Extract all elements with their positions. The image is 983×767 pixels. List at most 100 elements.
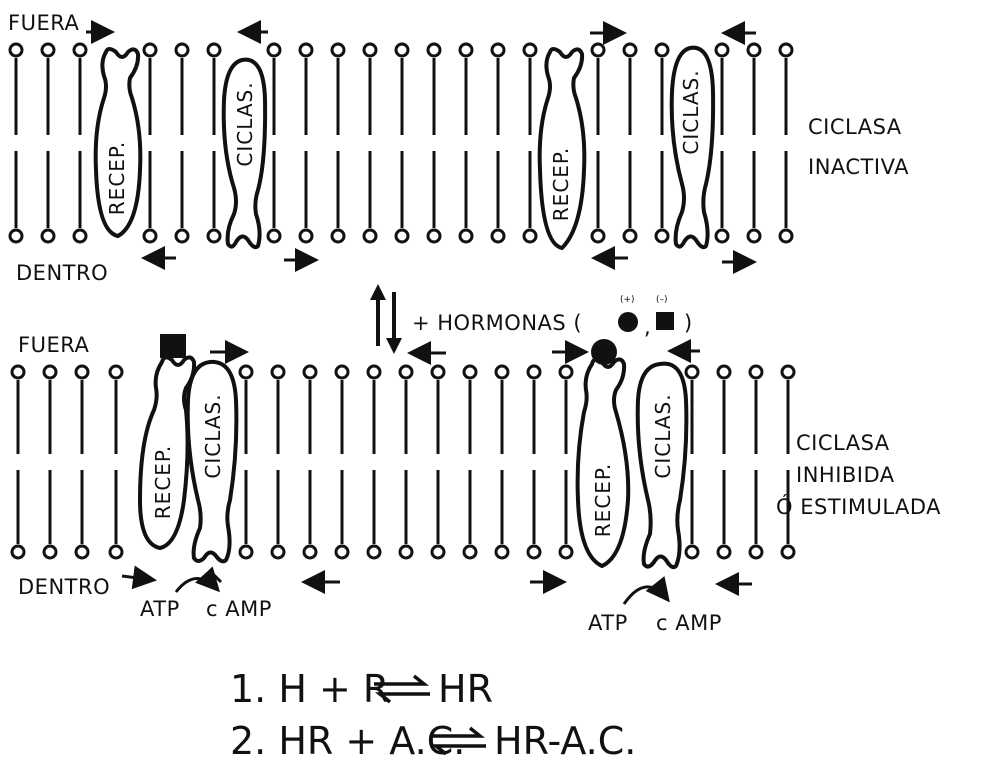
receptor-label: RECEP.	[151, 445, 175, 519]
lipid-head	[364, 230, 376, 242]
lipid-head	[750, 366, 762, 378]
lipid-head	[624, 230, 636, 242]
block-mark	[213, 574, 221, 582]
lipid-head	[716, 230, 728, 242]
lipid-head	[10, 44, 22, 56]
lipid-head	[74, 44, 86, 56]
lipid-head	[336, 366, 348, 378]
lipid-head	[268, 230, 280, 242]
lipid-head	[74, 230, 86, 242]
stimulatory-hormone-circle	[591, 339, 617, 365]
lipid-head	[524, 230, 536, 242]
camp-label: c AMP	[656, 611, 722, 635]
lipid-head	[780, 230, 792, 242]
lipid-head	[400, 366, 412, 378]
lipid-head	[496, 366, 508, 378]
lipid-head	[750, 546, 762, 558]
atp-label: ATP	[140, 597, 180, 621]
equilibrium-arrows	[370, 284, 402, 354]
cyclase-label: CICLAS.	[201, 393, 225, 478]
lipid-head	[492, 230, 504, 242]
lipid-head	[560, 366, 572, 378]
equation-1-left: 1. H + R	[230, 667, 389, 711]
lipid-head	[528, 366, 540, 378]
outside-label: FUERA	[18, 333, 89, 357]
lipid-head	[560, 546, 572, 558]
lipid-head	[528, 546, 540, 558]
state-label: INACTIVA	[808, 155, 909, 179]
lipid-head	[368, 366, 380, 378]
hormones-label: + HORMONAS (	[412, 311, 582, 335]
lipid-head	[332, 44, 344, 56]
lipid-head	[208, 44, 220, 56]
cyclase-label: CICLAS.	[651, 393, 675, 478]
state-label: Ó ESTIMULADA	[776, 494, 941, 519]
lipid-head	[272, 546, 284, 558]
lipid-head	[460, 230, 472, 242]
lipid-head	[748, 230, 760, 242]
hormones-close: )	[684, 311, 693, 335]
equation-2-left: 2. HR + A.C.	[230, 719, 465, 763]
lipid-head	[272, 366, 284, 378]
state-label: CICLASA	[796, 431, 890, 455]
lipid-head	[12, 366, 24, 378]
top-membrane-proteins	[96, 48, 713, 248]
lipid-head	[748, 44, 760, 56]
lipid-head	[364, 44, 376, 56]
inhibitory-hormone-legend-icon	[656, 312, 674, 330]
lipid-head	[656, 44, 668, 56]
lipid-head	[464, 366, 476, 378]
cyclase-label: CICLAS.	[233, 81, 257, 166]
lipid-head	[686, 366, 698, 378]
atp-label: ATP	[588, 611, 628, 635]
lipid-head	[42, 230, 54, 242]
lipid-head	[686, 546, 698, 558]
outside-label: FUERA	[8, 11, 79, 35]
lipid-head	[42, 44, 54, 56]
lipid-head	[492, 44, 504, 56]
lipid-head	[780, 44, 792, 56]
lipid-head	[144, 44, 156, 56]
lipid-head	[304, 366, 316, 378]
lipid-head	[44, 366, 56, 378]
lipid-head	[240, 366, 252, 378]
lipid-head	[656, 230, 668, 242]
receptor-label: RECEP.	[105, 141, 129, 215]
lipid-head	[496, 546, 508, 558]
lipid-head	[400, 546, 412, 558]
lipid-head	[524, 44, 536, 56]
lipid-head	[428, 44, 440, 56]
camp-label: c AMP	[206, 597, 272, 621]
lipid-head	[432, 366, 444, 378]
lipid-head	[396, 44, 408, 56]
lipid-head	[782, 546, 794, 558]
lipid-head	[718, 366, 730, 378]
cyclase-label: CICLAS.	[679, 69, 703, 154]
lipid-head	[592, 230, 604, 242]
lipid-head	[176, 44, 188, 56]
lipid-head	[44, 546, 56, 558]
lipid-head	[300, 230, 312, 242]
lipid-head	[304, 546, 316, 558]
lipid-head	[592, 44, 604, 56]
lipid-head	[624, 44, 636, 56]
lipid-head	[110, 546, 122, 558]
state-label: CICLASA	[808, 115, 902, 139]
equation-1-right: HR	[438, 667, 493, 711]
receptor-label: RECEP.	[591, 463, 615, 537]
lipid-head	[464, 546, 476, 558]
lipid-head	[300, 44, 312, 56]
inside-label: DENTRO	[18, 575, 110, 599]
lipid-head	[110, 366, 122, 378]
lipid-head	[432, 546, 444, 558]
lipid-head	[240, 546, 252, 558]
lipid-head	[428, 230, 440, 242]
receptor-label: RECEP.	[549, 147, 573, 221]
lipid-head	[10, 230, 22, 242]
lipid-head	[368, 546, 380, 558]
lipid-head	[144, 230, 156, 242]
lipid-head	[718, 546, 730, 558]
reaction-arrow	[624, 587, 668, 604]
hormones-separator: ,	[644, 315, 651, 339]
